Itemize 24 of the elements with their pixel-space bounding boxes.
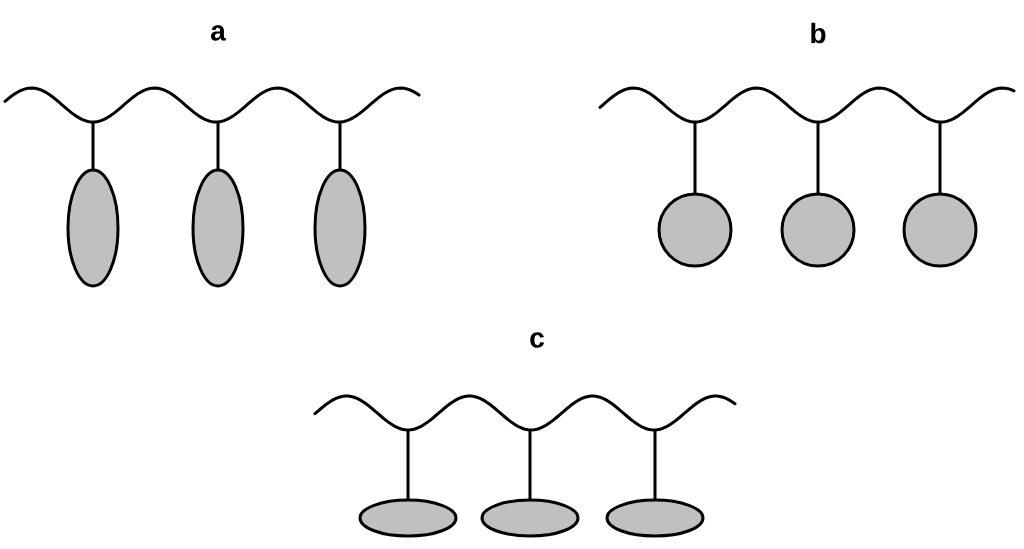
side-group-ellipse [66, 168, 120, 288]
backbone-wave [598, 86, 1016, 124]
side-group-ellipse [605, 498, 705, 538]
side-group-circle [902, 192, 978, 268]
stalk-line [406, 430, 410, 500]
stalk-line [693, 122, 697, 194]
side-group-ellipse [191, 168, 245, 288]
stalk-line [528, 430, 532, 500]
backbone-wave [313, 394, 737, 432]
backbone-wave [3, 86, 421, 124]
panel-label: c [530, 332, 544, 348]
stalk-line [816, 122, 820, 194]
stalk-line [338, 122, 342, 170]
stalk-line [938, 122, 942, 194]
side-group-circle [657, 192, 733, 268]
panel-label: b [811, 22, 826, 44]
stalk-line [653, 430, 657, 500]
side-group-ellipse [358, 498, 458, 538]
stalk-line [216, 122, 220, 170]
stalk-line [91, 122, 95, 170]
side-group-circle [780, 192, 856, 268]
side-group-ellipse [480, 498, 580, 538]
side-group-ellipse [313, 168, 367, 288]
panel-label: a [211, 25, 226, 41]
